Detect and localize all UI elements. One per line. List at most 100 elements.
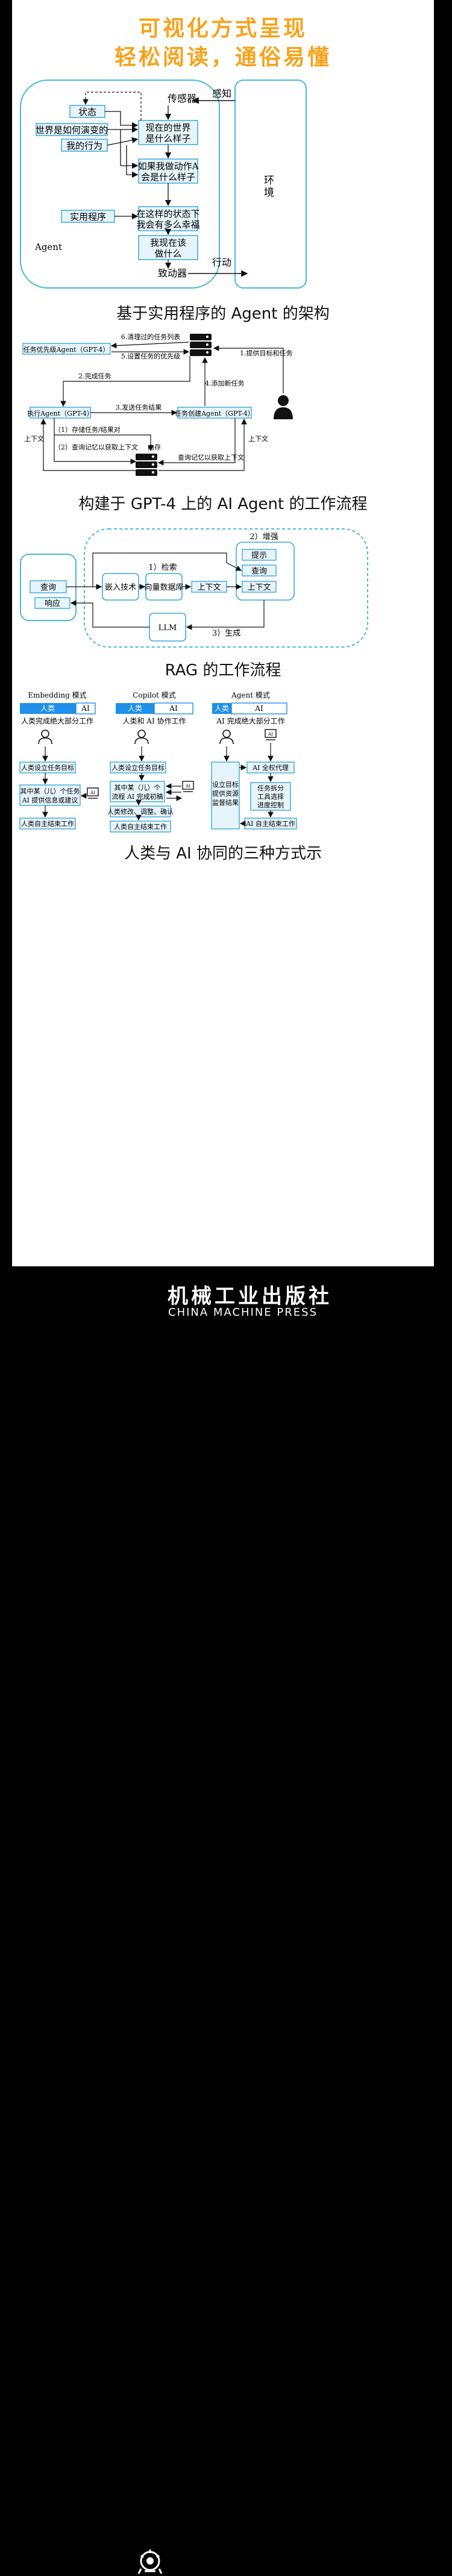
world-now-l2: 是什么样子: [145, 133, 190, 144]
perceive-label: 感知: [212, 88, 231, 99]
agent-box1-label: AI 全权代理: [252, 763, 289, 772]
agent-left-l3: 监督结果: [212, 798, 239, 807]
embedding-box2-l2: AI 提供信息或建议: [22, 796, 78, 804]
publisher-name-cn: 机械工业出版社: [168, 1284, 332, 1308]
aug-query-label: 查询: [251, 567, 267, 576]
context-right-label: 上下文: [248, 434, 268, 443]
copilot-box2-l2: 流程 AI 完成初稿: [111, 792, 163, 801]
query-label: （2）查询记忆以获取上下文: [54, 443, 138, 451]
diagram-utility-agent: 传感器 感知 状态 世界是如何演变的 我的行为 现在的世界 是什么样子 如果我做…: [20, 80, 307, 289]
agent-ai-label: AI: [254, 704, 263, 713]
world-now-l1: 现在的世界: [145, 122, 190, 133]
agent-ai-bar: [231, 702, 287, 714]
step2-label: 2.完成任务: [78, 372, 111, 380]
diagram4-caption: 人类与 AI 协同的三种方式示: [124, 845, 322, 863]
utility-label: 实用程序: [70, 211, 106, 222]
agent-box2-l1: 任务拆分: [257, 784, 284, 792]
agent-left-l1: 设立目标: [212, 780, 239, 789]
embedding-human-bar: [20, 703, 76, 714]
copilot-ai-icon: AI: [182, 781, 194, 792]
embedding-human-label: 人类: [40, 704, 55, 713]
diagram-collab-modes: Embedding 模式 人类 AI 人类完成绝大部分工作 人类设立任务目标 其…: [19, 691, 297, 833]
copilot-box1-label: 人类设立任务目标: [111, 763, 165, 772]
aug-context-label: 上下文: [247, 583, 271, 592]
agent-ai-icon: AI: [265, 729, 277, 740]
copilot-title: Copilot 模式: [133, 691, 176, 699]
svg-text:AI: AI: [90, 790, 95, 795]
priority-agent-box: [22, 343, 111, 355]
embedding-box1: [19, 761, 76, 774]
augment-label: 2）增强: [250, 533, 278, 542]
embedding-ai-icon: AI: [87, 787, 99, 799]
create-agent-label: 任务创建Agent（GPT-4）: [175, 409, 254, 417]
copilot-box2-l1: 其中某（儿）个: [115, 784, 161, 792]
actuator-label: 致动器: [158, 267, 187, 279]
if-action-l2: 会是什么样子: [141, 172, 195, 183]
prompt-box: [242, 549, 277, 561]
memory-server-icon: [136, 454, 157, 476]
step4-label: 4.添加新任务: [205, 379, 245, 387]
embedding-title: Embedding 模式: [28, 691, 86, 699]
sensor-label: 传感器: [168, 93, 196, 104]
my-action-label: 我的行为: [66, 140, 102, 151]
agent-box2: [250, 782, 291, 811]
copilot-desc: 人类和 AI 协作工作: [122, 716, 186, 725]
augment-box: [236, 542, 295, 601]
diagram2-caption: 构建于 GPT-4 上的 AI Agent 的工作流程: [78, 495, 368, 513]
diagram3-caption: RAG 的工作流程: [165, 661, 281, 680]
happiness-box: [138, 206, 198, 231]
headline-line1: 可视化方式呈现: [138, 16, 307, 41]
copilot-human-bar: [116, 703, 154, 714]
aug-context-box: [242, 581, 277, 593]
step1-label: 1.提供目标和任务: [240, 349, 293, 357]
copilot-box1: [110, 761, 166, 774]
embedding-box3-label: 人类自主结束工作: [21, 819, 74, 828]
copilot-box3-label: 人类修改、调整、确认: [107, 807, 174, 816]
embedding-desc: 人类完成绝大部分工作: [21, 716, 93, 725]
content-card: 可视化方式呈现 轻松阅读，通俗易懂 传感器 感知 状态 世界是如何演变的 我的行…: [12, 0, 434, 1266]
retrieve-label: 1）检索: [148, 563, 177, 572]
query-right-label: 查询记忆以获取上下文: [178, 453, 244, 461]
memory-label: 内存: [148, 443, 161, 451]
user-icon: [274, 395, 293, 419]
response-box: [34, 597, 71, 609]
publisher-logo-icon: [137, 2549, 163, 2574]
embedding-box2: [19, 784, 81, 806]
task-list-server-icon: [190, 334, 212, 356]
what-do-l2: 做什么: [154, 248, 181, 259]
agent-box2-l2: 工具选择: [257, 792, 284, 801]
copilot-human-label: 人类: [128, 704, 142, 713]
svg-text:AI: AI: [185, 784, 190, 789]
create-agent-box: [177, 407, 252, 419]
embedding-box1-label: 人类设立任务目标: [21, 763, 74, 772]
prompt-label: 提示: [251, 551, 267, 560]
embedding-human-icon: [38, 730, 52, 745]
exec-agent-label: 执行Agent（GPT-4）: [27, 409, 93, 417]
embedding-ai-label: AI: [81, 704, 90, 713]
agent-left-l2: 提供资源: [212, 789, 239, 798]
agent-human-label: 人类: [215, 704, 229, 713]
vector-db-label: 向量数据库: [144, 583, 183, 592]
diagram-gpt4-agent: 任务优先级Agent（GPT-4） 6.清理过的任务列表 5.设置任务的优先级 …: [22, 333, 293, 476]
headline-line2: 轻松阅读，通俗易懂: [114, 45, 331, 70]
happiness-l1: 在这样的状态下: [136, 208, 199, 219]
diagram1-caption: 基于实用程序的 Agent 的架构: [116, 305, 330, 323]
embed-label: 嵌入技术: [105, 583, 136, 592]
copilot-box4-label: 人类自主结束工作: [114, 822, 167, 831]
agent-label: Agent: [34, 242, 62, 252]
happiness-l2: 我会有多么幸福: [136, 219, 199, 230]
copilot-human-icon: [134, 730, 149, 745]
agent-box2-l3: 进度控制: [257, 801, 284, 809]
priority-agent-label: 任务优先级Agent（GPT-4）: [24, 346, 110, 354]
agent-left-box: [211, 761, 240, 830]
agent-mode-title: Agent 模式: [231, 691, 270, 699]
copilot-ai-bar: [154, 702, 193, 714]
world-evolve-label: 世界是如何演变的: [36, 125, 108, 136]
environment-boundary: [234, 80, 307, 289]
copilot-box4: [110, 821, 171, 833]
response-label: 响应: [45, 599, 60, 608]
agent-box3-label: AI 自主结束工作: [245, 820, 295, 828]
step5-label: 5.设置任务的优先级: [121, 352, 181, 360]
diagram-rag: 查询 响应 嵌入技术 向量数据库 1）检索 上下文 2）增强 提示 查询 上下文…: [20, 528, 368, 648]
state-label: 状态: [78, 107, 96, 117]
